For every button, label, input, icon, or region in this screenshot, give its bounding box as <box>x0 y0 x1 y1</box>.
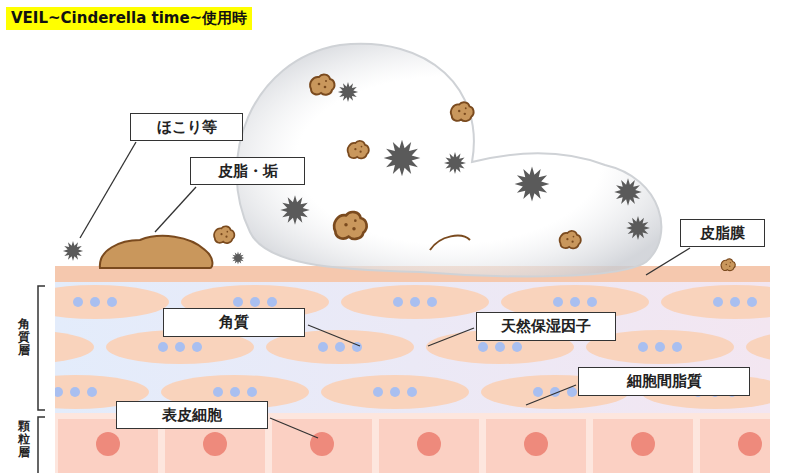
dirt <box>721 259 735 271</box>
nmf-dot <box>478 342 488 352</box>
nmf-dot <box>512 342 522 352</box>
dirt <box>214 226 234 243</box>
label-text: 表皮細胞 <box>162 406 222 425</box>
corneocyte <box>746 330 770 364</box>
nmf-dot <box>570 297 580 307</box>
nmf-dot <box>655 342 665 352</box>
dust <box>444 152 466 174</box>
nmf-dot <box>407 387 417 397</box>
label-text: ほこり等 <box>157 118 217 137</box>
label-box: 天然保湿因子 <box>476 312 616 341</box>
label-box: 角質 <box>163 308 305 337</box>
corneocyte <box>321 375 469 409</box>
nmf-dot <box>213 387 223 397</box>
corneocyte <box>55 285 169 319</box>
nmf-dot <box>638 342 648 352</box>
nmf-dot <box>107 297 117 307</box>
nmf-dot <box>393 297 403 307</box>
label-box: 細胞間脂質 <box>578 367 750 396</box>
nmf-dot <box>55 387 63 397</box>
nmf-dot <box>192 342 202 352</box>
nucleus <box>524 432 548 456</box>
nmf-dot <box>230 387 240 397</box>
label-box: 皮脂・垢 <box>190 157 305 185</box>
nucleus <box>631 432 655 456</box>
nucleus <box>738 432 762 456</box>
nmf-dot <box>87 387 97 397</box>
nmf-dot <box>672 342 682 352</box>
label-text: 細胞間脂質 <box>627 372 702 391</box>
epidermal-cell <box>379 419 479 473</box>
nmf-dot <box>250 297 260 307</box>
nmf-dot <box>158 342 168 352</box>
dirt <box>560 231 581 248</box>
nmf-dot <box>70 387 80 397</box>
nmf-dot <box>335 342 345 352</box>
corneocyte <box>661 285 770 319</box>
nucleus <box>96 432 120 456</box>
dirt <box>310 75 334 95</box>
dust <box>280 195 309 224</box>
corneocyte <box>341 285 489 319</box>
nmf-dot <box>390 387 400 397</box>
dust <box>515 167 550 202</box>
nmf-dot <box>730 297 740 307</box>
nmf-dot <box>267 297 277 307</box>
dust <box>384 140 421 177</box>
label-box: 表皮細胞 <box>116 401 268 429</box>
label-text: 角質 <box>219 313 249 332</box>
nmf-dot <box>73 297 83 307</box>
label-text: 皮脂膜 <box>700 224 745 243</box>
nmf-dot <box>713 297 723 307</box>
dust <box>63 241 83 261</box>
dust <box>626 216 650 240</box>
skin-layers <box>55 266 770 473</box>
label-text: 天然保湿因子 <box>501 317 591 336</box>
epidermal-cell <box>486 419 586 473</box>
nmf-dot <box>318 342 328 352</box>
bracket <box>38 286 45 473</box>
nmf-dot <box>373 387 383 397</box>
layer-label: 顆粒層 <box>18 420 30 460</box>
epidermal-cell <box>593 419 693 473</box>
nucleus <box>417 432 441 456</box>
dust <box>614 178 642 206</box>
dirt <box>334 212 366 239</box>
captured-dirt <box>280 75 650 250</box>
layer-label: 角質層 <box>18 318 30 358</box>
epidermal-cell <box>272 419 372 473</box>
corneocytes <box>55 285 770 409</box>
dust <box>232 252 245 265</box>
title: VEIL~Cinderella time~使用時 <box>6 7 252 30</box>
nmf-dot <box>410 297 420 307</box>
label-box: ほこり等 <box>130 113 243 141</box>
epidermal-cell <box>700 419 770 473</box>
nmf-dot <box>587 297 597 307</box>
nmf-dot <box>747 297 757 307</box>
nmf-dot <box>553 297 563 307</box>
nmf-dot <box>427 297 437 307</box>
dust <box>338 82 358 102</box>
nmf-dot <box>533 387 543 397</box>
nmf-dot <box>90 297 100 307</box>
dirt <box>348 141 369 158</box>
sebum-dirt <box>100 236 213 268</box>
nmf-dot <box>233 297 243 307</box>
dirt <box>430 236 470 250</box>
dirt <box>451 102 474 121</box>
nmf-dot <box>247 387 257 397</box>
nmf-dot <box>175 342 185 352</box>
corneocyte <box>55 330 94 364</box>
nucleus <box>203 432 227 456</box>
label-text: 皮脂・垢 <box>218 162 278 181</box>
label-box: 皮脂膜 <box>680 219 765 247</box>
nmf-dot <box>495 342 505 352</box>
